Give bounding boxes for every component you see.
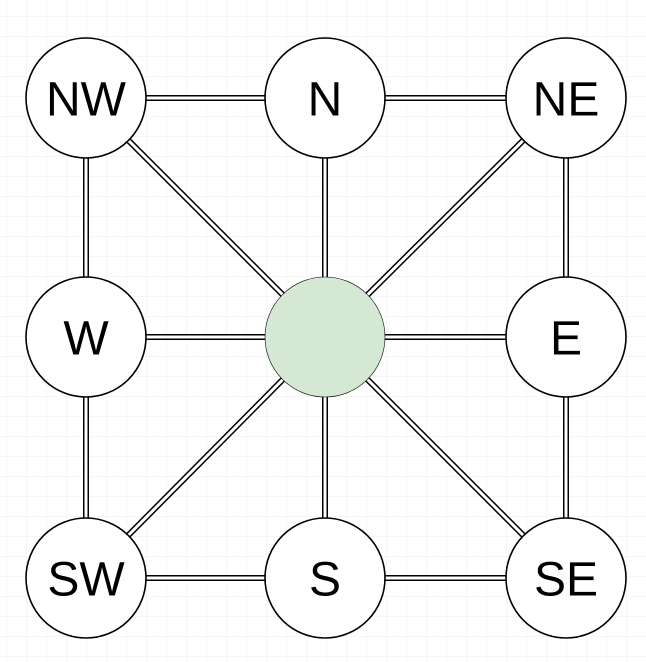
node-s: S — [264, 517, 386, 639]
node-ne: NE — [505, 37, 627, 159]
node-w: W — [25, 276, 147, 398]
node-circle-nw — [25, 37, 147, 159]
nodes-layer: NW N NE W E SW S SE — [25, 37, 627, 639]
node-e: E — [505, 276, 627, 398]
node-circle-ne — [505, 37, 627, 159]
node-center — [264, 276, 386, 398]
node-circle-w — [25, 276, 147, 398]
node-sw: SW — [25, 517, 147, 639]
node-se: SE — [505, 517, 627, 639]
node-n: N — [264, 37, 386, 159]
node-label-s: S — [309, 554, 341, 607]
node-label-sw: SW — [47, 554, 125, 607]
node-label-se: SE — [534, 554, 598, 607]
node-circle-e — [505, 276, 627, 398]
node-circle-se — [505, 517, 627, 639]
node-circle-s — [264, 517, 386, 639]
node-label-ne: NE — [533, 74, 600, 127]
node-label-nw: NW — [46, 74, 127, 127]
node-circle-sw — [25, 517, 147, 639]
node-label-w: W — [63, 313, 109, 366]
node-label-e: E — [550, 313, 582, 366]
node-circle-center — [264, 276, 386, 398]
node-circle-n — [264, 37, 386, 159]
node-label-n: N — [308, 74, 343, 127]
node-nw: NW — [25, 37, 147, 159]
